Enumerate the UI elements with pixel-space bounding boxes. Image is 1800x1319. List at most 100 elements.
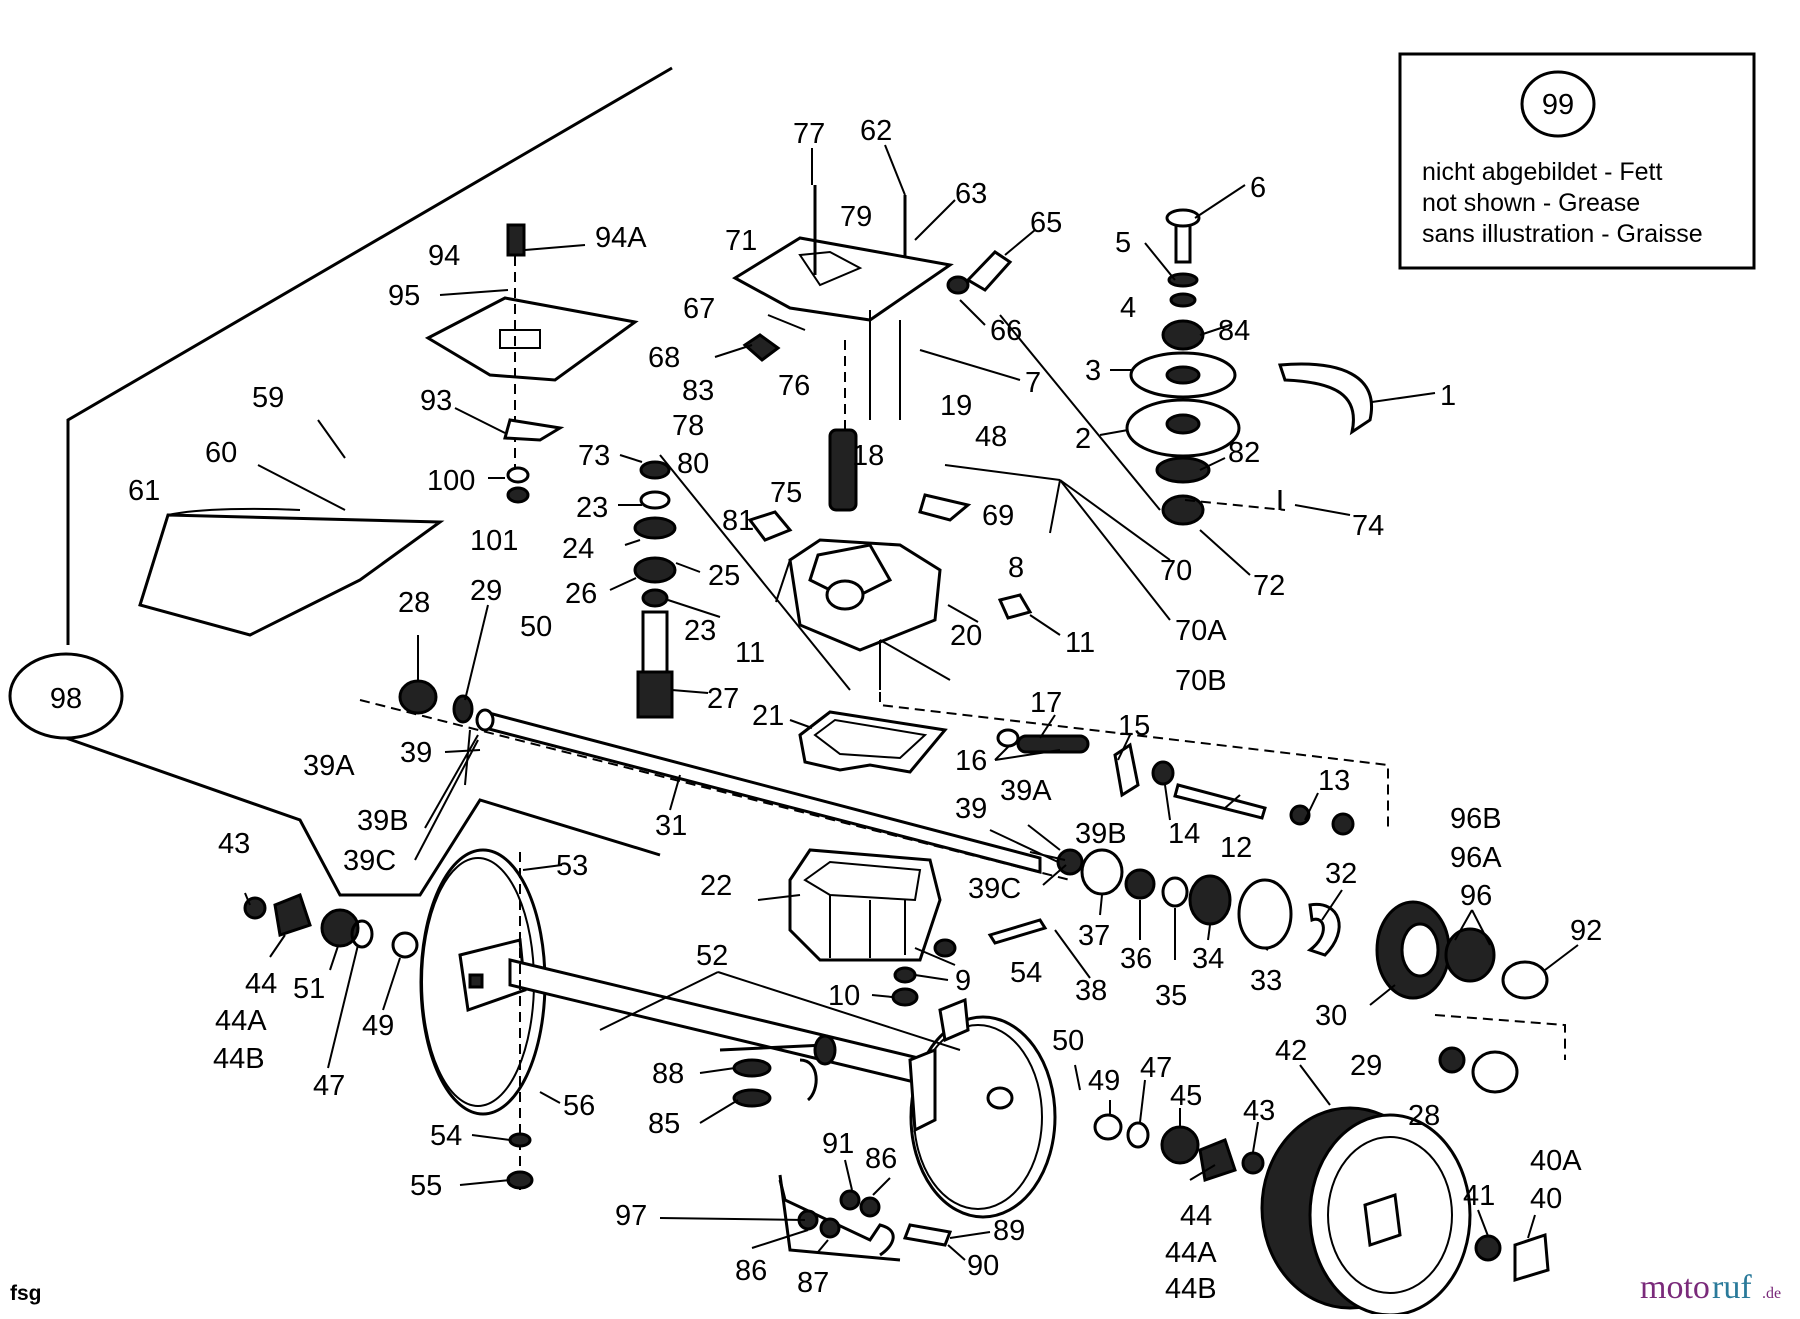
callout-29-left: 29 xyxy=(470,575,502,607)
part-left-hub-stack xyxy=(243,893,419,959)
callout-28-right: 28 xyxy=(1408,1100,1440,1132)
callout-39C-right: 39C xyxy=(968,873,1021,905)
assembly-label-98: 98 xyxy=(50,683,82,715)
callout-44A-left: 44A xyxy=(215,1005,267,1037)
callout-19: 19 xyxy=(940,390,972,422)
callout-22: 22 xyxy=(700,870,732,902)
callout-44-right: 44 xyxy=(1180,1200,1212,1232)
callout-31: 31 xyxy=(655,810,687,842)
callout-24: 24 xyxy=(562,533,594,565)
callout-32: 32 xyxy=(1325,858,1357,890)
part-center-wheel xyxy=(908,997,1057,1219)
callout-39B-right: 39B xyxy=(1075,818,1127,850)
callout-96A: 96A xyxy=(1450,842,1502,874)
callout-60: 60 xyxy=(205,437,237,469)
part-shift-rail xyxy=(879,660,1389,836)
callout-1: 1 xyxy=(1440,380,1456,412)
callout-34: 34 xyxy=(1192,943,1224,975)
callout-45: 45 xyxy=(1170,1080,1202,1112)
callout-72: 72 xyxy=(1253,570,1285,602)
callout-94A: 94A xyxy=(595,222,647,254)
callout-2: 2 xyxy=(1075,423,1091,455)
callout-88: 88 xyxy=(652,1058,684,1090)
callout-50-upper: 50 xyxy=(520,611,552,643)
callout-65: 65 xyxy=(1030,207,1062,239)
callout-38: 38 xyxy=(1075,975,1107,1007)
callout-10: 10 xyxy=(828,980,860,1012)
callout-54-left: 54 xyxy=(430,1120,462,1152)
callout-70A: 70A xyxy=(1175,615,1227,647)
part-left-wheel xyxy=(419,848,1012,1190)
callout-70B: 70B xyxy=(1175,665,1227,697)
callout-39-left: 39 xyxy=(400,737,432,769)
callout-7: 7 xyxy=(1025,367,1041,399)
callout-74: 74 xyxy=(1352,510,1384,542)
callout-26: 26 xyxy=(565,578,597,610)
callout-100: 100 xyxy=(427,465,475,497)
callout-47-left: 47 xyxy=(313,1070,345,1102)
callout-56: 56 xyxy=(563,1090,595,1122)
callout-33: 33 xyxy=(1250,965,1282,997)
part-upper-plate xyxy=(424,223,639,504)
callout-91: 91 xyxy=(822,1128,854,1160)
callout-11-right: 11 xyxy=(1065,627,1095,659)
callout-9: 9 xyxy=(955,965,971,997)
watermark-logo: moto ruf .de xyxy=(1640,1269,1781,1306)
callout-70: 70 xyxy=(1160,555,1192,587)
callout-97: 97 xyxy=(615,1200,647,1232)
part-gasket xyxy=(659,454,948,774)
callout-6: 6 xyxy=(1250,172,1266,204)
callout-40A: 40A xyxy=(1530,1145,1582,1177)
callout-43-left: 43 xyxy=(218,828,250,860)
callout-21: 21 xyxy=(752,700,784,732)
callout-42: 42 xyxy=(1275,1035,1307,1067)
assembly-lower-line xyxy=(65,736,661,897)
callout-43-right: 43 xyxy=(1243,1095,1275,1127)
callout-66: 66 xyxy=(990,315,1022,347)
callout-80: 80 xyxy=(677,448,709,480)
callout-39A-left: 39A xyxy=(303,750,355,782)
callout-85: 85 xyxy=(648,1108,680,1140)
callout-49-left: 49 xyxy=(362,1010,394,1042)
note-circle-99 xyxy=(1520,70,1596,138)
callout-59: 59 xyxy=(252,382,284,414)
callout-36: 36 xyxy=(1120,943,1152,975)
callout-35: 35 xyxy=(1155,980,1187,1012)
part-right-hub-stack xyxy=(1093,1113,1265,1182)
callout-52: 52 xyxy=(696,940,728,972)
note-line-german: nicht abgebildet - Fett xyxy=(1422,158,1662,186)
callout-15: 15 xyxy=(1118,710,1150,742)
callout-50-lower: 50 xyxy=(1052,1025,1084,1057)
part-main-axle xyxy=(359,679,1071,881)
callout-28-left: 28 xyxy=(398,587,430,619)
part-shaft-stack xyxy=(633,460,677,719)
watermark-part-b: ruf xyxy=(1712,1269,1752,1306)
callout-16: 16 xyxy=(955,745,987,777)
callout-44-left: 44 xyxy=(245,968,277,1000)
callout-27: 27 xyxy=(707,683,739,715)
leader-lines xyxy=(244,144,1579,1261)
callout-39A-right: 39A xyxy=(1000,775,1052,807)
callout-87: 87 xyxy=(797,1267,829,1299)
callout-101: 101 xyxy=(470,525,518,557)
note-box: 99 nicht abgebildet - Fett not shown - G… xyxy=(1398,52,1756,270)
part-gearbox-cover xyxy=(732,185,1013,430)
callout-84: 84 xyxy=(1218,315,1250,347)
callout-37: 37 xyxy=(1078,920,1110,952)
callout-77: 77 xyxy=(793,118,825,150)
callout-82: 82 xyxy=(1228,437,1260,469)
part-gearbox-housing xyxy=(747,428,1033,690)
callout-3: 3 xyxy=(1085,355,1101,387)
callout-4: 4 xyxy=(1120,292,1136,324)
callout-5: 5 xyxy=(1115,227,1131,259)
note-circle-label: 99 xyxy=(1542,89,1574,121)
callout-8: 8 xyxy=(1008,552,1024,584)
callout-68: 68 xyxy=(648,342,680,374)
callout-17: 17 xyxy=(1030,687,1062,719)
part-height-lever xyxy=(719,1034,953,1262)
callout-71: 71 xyxy=(725,225,757,257)
callout-23-lower: 23 xyxy=(684,615,716,647)
corner-label: fsg xyxy=(10,1282,42,1305)
